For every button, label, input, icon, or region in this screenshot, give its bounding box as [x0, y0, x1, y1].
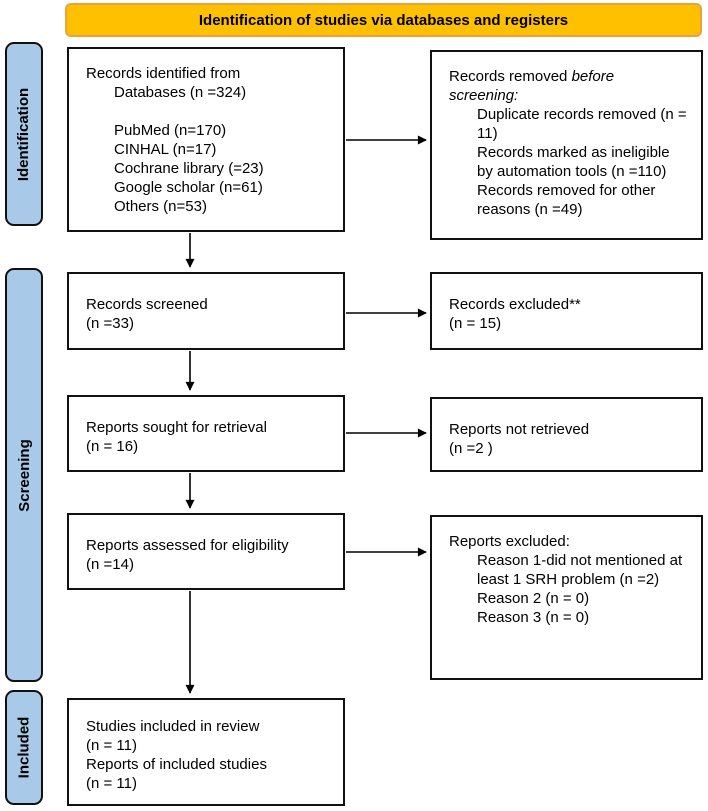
box-reports-assessed: Reports assessed for eligibility (n =14): [67, 513, 345, 590]
records-removed-suffix: :: [514, 87, 519, 104]
box-reports-not-retrieved: Reports not retrieved (n =2 ): [430, 397, 703, 472]
studies-included-count: (n = 11): [86, 737, 137, 754]
records-removed-prefix: Records removed: [449, 68, 572, 85]
reports-excluded-reason3: Reason 3 (n = 0): [477, 609, 590, 626]
records-excluded-text: Records excluded**: [449, 296, 581, 313]
reports-not-retrieved-count: (n =2 ): [449, 440, 493, 457]
records-removed-automation: Records marked as ineligible by automati…: [477, 144, 670, 180]
banner-databases-registers: Identification of studies via databases …: [65, 3, 702, 37]
box-records-identified: Records identified from Databases (n =32…: [67, 47, 345, 232]
stage-label-screening: Screening: [5, 268, 43, 682]
records-excluded-count: (n = 15): [449, 315, 502, 332]
box-studies-included: Studies included in review (n = 11) Repo…: [67, 698, 345, 806]
box-reports-excluded: Reports excluded: Reason 1-did not menti…: [430, 515, 703, 680]
reports-sought-text: Reports sought for retrieval: [86, 419, 267, 436]
records-identified-cinhal: CINHAL (n=17): [114, 141, 217, 158]
records-identified-heading: Records identified from: [86, 65, 241, 82]
records-identified-others: Others (n=53): [114, 198, 207, 215]
box-reports-sought: Reports sought for retrieval (n = 16): [67, 395, 345, 472]
stage-label-identification: Identification: [5, 42, 43, 226]
reports-included-text: Reports of included studies: [86, 756, 267, 773]
stage-included-text: Included: [15, 716, 33, 779]
records-identified-google: Google scholar (n=61): [114, 179, 263, 196]
box-records-removed: Records removed before screening: Duplic…: [430, 50, 703, 240]
banner-title: Identification of studies via databases …: [198, 11, 569, 29]
reports-excluded-heading: Reports excluded:: [449, 533, 570, 550]
reports-excluded-reason2: Reason 2 (n = 0): [477, 590, 590, 607]
studies-included-text: Studies included in review: [86, 718, 260, 735]
stage-label-included: Included: [5, 690, 43, 805]
records-removed-other: Records removed for other reasons (n =49…: [477, 182, 656, 218]
records-identified-spacer: [114, 102, 329, 121]
records-screened-text: Records screened: [86, 296, 208, 313]
stage-identification-text: Identification: [15, 87, 33, 181]
box-records-screened: Records screened (n =33): [67, 272, 345, 350]
reports-assessed-count: (n =14): [86, 556, 134, 573]
records-identified-databases: Databases (n =324): [114, 84, 247, 101]
reports-included-count: (n = 11): [86, 775, 137, 792]
records-screened-count: (n =33): [86, 315, 134, 332]
box-records-excluded: Records excluded** (n = 15): [430, 272, 703, 350]
records-removed-heading: Records removed before screening:: [449, 67, 687, 105]
stage-screening-text: Screening: [15, 438, 33, 512]
reports-excluded-reason1: Reason 1-did not mentioned at least 1 SR…: [477, 552, 683, 588]
records-identified-cochrane: Cochrane library (=23): [114, 160, 264, 177]
reports-assessed-text: Reports assessed for eligibility: [86, 537, 289, 554]
records-removed-duplicates: Duplicate records removed (n = 11): [477, 106, 687, 142]
records-removed-italic: before screening: [449, 68, 615, 104]
records-identified-pubmed: PubMed (n=170): [114, 122, 227, 139]
reports-sought-count: (n = 16): [86, 438, 139, 455]
reports-not-retrieved-text: Reports not retrieved: [449, 421, 590, 438]
